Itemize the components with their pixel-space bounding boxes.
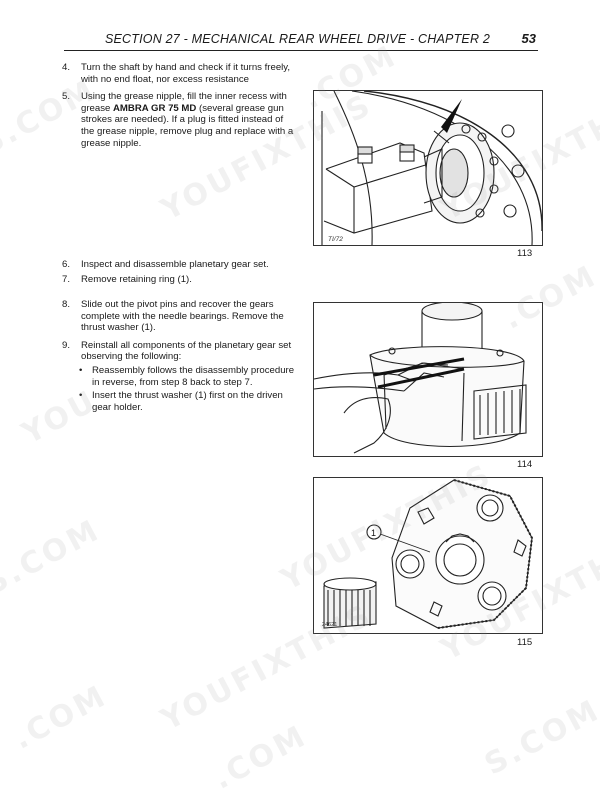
step-6: 6. Inspect and disassemble planetary gea…	[62, 259, 297, 271]
figure-114	[313, 302, 543, 457]
figure-number-115: 115	[517, 637, 533, 648]
step-5: 5. Using the grease nipple, fill the inn…	[62, 91, 297, 149]
watermark: S.COM	[479, 692, 600, 783]
step-number: 5.	[62, 91, 71, 103]
bullet-2: • Insert the thrust washer (1) first on …	[79, 390, 283, 413]
figure-number-113: 113	[517, 248, 533, 259]
step-number: 9.	[62, 339, 71, 351]
bullet-text: Insert the thrust washer (1) first on th…	[92, 390, 283, 413]
steps-block-1: 4. Turn the shaft by hand and check if i…	[62, 62, 297, 155]
grease-name: AMBRA GR 75 MD	[113, 102, 197, 114]
figure-113: TI/72	[313, 90, 543, 246]
page-header: SECTION 27 - MECHANICAL REAR WHEEL DRIVE…	[64, 30, 538, 51]
step-text-post: (several grease gun strokes are needed).…	[81, 102, 294, 149]
callout-1: 1	[371, 528, 376, 538]
bullet-text: Reassembly follows the disassembly proce…	[92, 364, 295, 388]
step-text: Reinstall all components of the planetar…	[81, 339, 292, 363]
section-title: SECTION 27 - MECHANICAL REAR WHEEL DRIVE…	[104, 32, 490, 46]
step-number: 6.	[62, 259, 71, 270]
figure-115-drawing: 1 24621	[322, 479, 534, 629]
step-4: 4. Turn the shaft by hand and check if i…	[62, 62, 297, 85]
figure-114-drawing	[314, 303, 527, 454]
watermark: S.COM	[0, 512, 107, 603]
step-number: 7.	[62, 273, 71, 285]
step-7: 7. Remove retaining ring (1).	[62, 274, 297, 286]
step-8: 8. Slide out the pivot pins and recover …	[62, 299, 297, 334]
figure-115: 1 24621	[313, 477, 543, 634]
step-text: Turn the shaft by hand and check if it t…	[81, 62, 291, 85]
figure-code: 24621	[322, 622, 337, 628]
step-text: Inspect and disassemble planetary gear s…	[81, 259, 269, 270]
step-text: Slide out the pivot pins and recover the…	[81, 299, 284, 334]
figure-code: TI/72	[328, 236, 343, 243]
step-number: 8.	[62, 299, 71, 310]
watermark: .COM	[7, 678, 114, 757]
bullet-1: • Reassembly follows the disassembly pro…	[79, 364, 295, 388]
figure-113-drawing: TI/72	[321, 91, 542, 245]
steps-block-3: 8. Slide out the pivot pins and recover …	[62, 299, 297, 419]
step-text: Remove retaining ring (1).	[81, 273, 192, 285]
watermark: .COM	[207, 718, 314, 797]
figure-number-114: 114	[517, 459, 533, 470]
steps-block-2: 6. Inspect and disassemble planetary gea…	[62, 259, 297, 291]
step-text-pre: Using the grease nipple, fill the inner …	[81, 91, 287, 114]
step-number: 4.	[62, 62, 71, 73]
step-9: 9. Reinstall all components of the plane…	[62, 340, 297, 414]
page-number: 53	[521, 31, 536, 46]
